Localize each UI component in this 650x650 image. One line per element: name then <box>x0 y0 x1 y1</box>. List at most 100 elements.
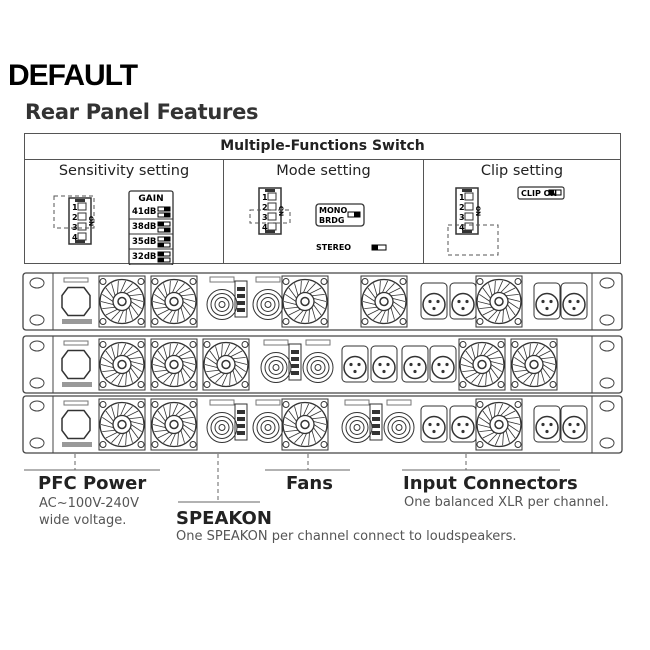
power-inlet <box>61 277 92 324</box>
rack-ear-hole <box>29 400 45 412</box>
fan <box>360 275 408 328</box>
multi-function-dip-switch <box>234 403 248 441</box>
clip-on-frame <box>517 186 565 200</box>
input-connectors-title: Input Connectors <box>403 473 578 494</box>
fan <box>281 275 329 328</box>
speakon-connector <box>341 399 373 443</box>
dip-number: 2 <box>72 213 78 222</box>
clip-on-label: CLIP ON <box>521 189 557 198</box>
pfc-power-title: PFC Power <box>38 473 147 494</box>
xlr-male-output <box>401 345 429 383</box>
dip-number: 1 <box>72 203 78 212</box>
dip-slot <box>464 202 474 211</box>
fan <box>458 338 506 391</box>
speakon-connector <box>383 399 415 443</box>
fan <box>202 338 250 391</box>
multi-function-dip-switch <box>234 280 248 318</box>
power-inlet <box>61 340 92 387</box>
dip-on-label: ON <box>277 206 284 216</box>
fan <box>98 398 146 451</box>
xlr-female-input <box>449 405 477 443</box>
multi-function-dip-switch <box>369 403 383 441</box>
dip-number: 3 <box>459 213 465 222</box>
xlr-male-output <box>533 282 561 320</box>
dip-slot <box>77 222 87 231</box>
rack-ear-hole <box>599 314 615 326</box>
dip-slot <box>464 192 474 201</box>
gain-level-label: 41dB <box>132 207 156 217</box>
mono-label: MONO <box>319 206 347 215</box>
stereo-label: STEREO <box>316 243 351 252</box>
dip-number: 4 <box>459 223 465 232</box>
rack-ear-hole <box>599 437 615 449</box>
xlr-female-input <box>449 282 477 320</box>
dip-slot <box>464 212 474 221</box>
bridge-label: BRDG <box>319 216 344 225</box>
rack-ear-hole <box>29 340 45 352</box>
gain-label: GAIN <box>138 194 163 204</box>
amplifier-rear-panel <box>22 272 623 331</box>
rack-ear-hole <box>599 400 615 412</box>
dip-number: 1 <box>459 193 465 202</box>
fan <box>281 398 329 451</box>
gain-level-label: 38dB <box>132 222 156 232</box>
rack-ear-hole <box>29 377 45 389</box>
speakon-connector <box>260 339 292 383</box>
dip-slot <box>267 192 277 201</box>
rack-ear-hole <box>599 377 615 389</box>
watermark: DEFAULT <box>8 59 138 92</box>
xlr-male-output <box>420 282 448 320</box>
fan <box>98 338 146 391</box>
dip-on-label: ON <box>474 206 481 216</box>
pfc-power-line1: AC~100V-240V <box>39 496 139 511</box>
fans-title: Fans <box>286 473 333 494</box>
highlight-box <box>447 224 499 256</box>
xlr-female-input <box>560 282 588 320</box>
highlight-box <box>53 195 95 229</box>
xlr-male-output <box>420 405 448 443</box>
rack-ear-hole <box>599 277 615 289</box>
pfc-power-line2: wide voltage. <box>39 513 127 528</box>
power-inlet <box>61 400 92 447</box>
amplifier-rear-panel <box>22 395 623 454</box>
input-connectors-desc: One balanced XLR per channel. <box>404 495 609 510</box>
dip-on-label: ON <box>87 216 94 226</box>
dip-slot <box>464 222 474 231</box>
xlr-female-input <box>429 345 457 383</box>
amplifier-rear-panel <box>22 335 623 394</box>
fan <box>475 275 523 328</box>
dip-slot <box>77 212 87 221</box>
rear-panel-drawings <box>22 272 623 454</box>
dip-number: 4 <box>262 223 268 232</box>
dip-number: 2 <box>262 203 268 212</box>
rack-ear-hole <box>29 277 45 289</box>
gain-table-frame <box>128 190 174 265</box>
fan <box>150 398 198 451</box>
speakon-connector <box>252 276 284 320</box>
dip-slot <box>77 232 87 241</box>
xlr-male-output <box>533 405 561 443</box>
dip-number: 3 <box>262 213 268 222</box>
page-title: Rear Panel Features <box>25 100 259 124</box>
callout-lines <box>24 454 560 503</box>
gain-level-label: 35dB <box>132 237 156 247</box>
multi-function-dip-switch <box>288 343 302 381</box>
multiple-functions-switch-panel: Multiple-Functions Switch Sensitivity se… <box>24 133 621 265</box>
speakon-connector <box>252 399 284 443</box>
rack-ear-hole <box>29 437 45 449</box>
speakon-connector <box>302 339 334 383</box>
fan <box>510 338 558 391</box>
speakon-title: SPEAKON <box>176 508 272 529</box>
dip-number: 4 <box>72 233 78 242</box>
clip-title: Clip setting <box>480 163 564 179</box>
switch-panel-title: Multiple-Functions Switch <box>25 134 620 160</box>
mono-bridge-frame <box>315 203 365 227</box>
fan <box>150 338 198 391</box>
dip-slot <box>77 202 87 211</box>
dip-slot <box>267 212 277 221</box>
fan <box>475 398 523 451</box>
